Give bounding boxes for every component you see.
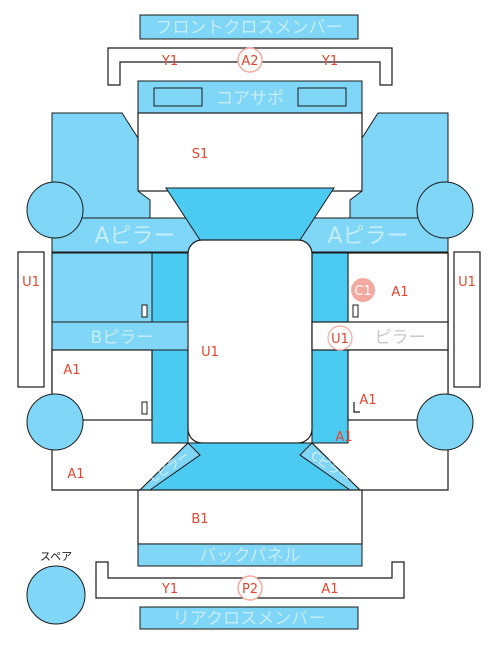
code-front-left: Y1: [161, 54, 178, 69]
code-right-lower: A1: [359, 393, 376, 408]
left-front-door-panel: [51, 252, 153, 324]
code-left-lower: A1: [67, 467, 84, 482]
left-side-sill: [17, 251, 45, 388]
front-right-wheel: [416, 181, 474, 239]
c1-circle: [351, 278, 375, 302]
left-rear-handle: [141, 401, 148, 415]
code-right-upper: A1: [391, 285, 408, 300]
b-pillar-left-panel: [51, 321, 189, 351]
core-support-label: コアサポ: [216, 89, 284, 109]
left-front-handle: [141, 304, 148, 318]
front-left-wheel: [26, 181, 84, 239]
a-pillar-left-label: Aピラー: [94, 224, 175, 249]
back-panel-label: バックパネル: [199, 546, 300, 566]
rear-cross-member-panel: [139, 606, 359, 630]
trunk-area: [137, 489, 363, 545]
spare-label: スペア: [40, 550, 72, 563]
code-side-right: U1: [458, 275, 476, 290]
rear-cross-member-label: リアクロスメンバー: [173, 609, 325, 629]
core-support-left-slot: [153, 87, 203, 107]
code-front-center: A2: [241, 54, 258, 69]
code-trunk: B1: [191, 512, 208, 527]
code-roof: U1: [201, 345, 219, 360]
code-side-left: U1: [22, 275, 40, 290]
b-pillar-right-circle: [327, 325, 353, 351]
code-rear-center: P2: [242, 582, 258, 597]
core-support-panel: [137, 80, 363, 114]
right-rear-handle: [353, 402, 360, 413]
front-bracket: [107, 47, 393, 86]
code-right-pillar-circle: C1: [354, 284, 371, 299]
front-cross-member-panel: [139, 14, 359, 40]
front-center-circle: [237, 47, 263, 73]
code-right-mid: A1: [335, 430, 352, 445]
code-rear-right: A1: [321, 582, 338, 597]
b-pillar-left-label: Bピラー: [91, 328, 154, 348]
front-cross-member-label: フロントクロスメンバー: [156, 18, 343, 38]
spare-wheel: [26, 565, 86, 625]
roof-panel: [187, 239, 313, 444]
rear-right-wheel: [416, 393, 474, 451]
code-b-pillar-right: U1: [331, 332, 349, 347]
hood-area: [137, 112, 363, 192]
a-pillar-right-label: Aピラー: [327, 224, 408, 249]
code-rear-left: Y1: [161, 582, 178, 597]
core-support-right-slot: [297, 87, 347, 107]
code-left-mid: A1: [63, 363, 80, 378]
rear-center-circle: [237, 575, 263, 601]
code-core: S1: [192, 147, 209, 162]
rear-left-wheel: [26, 393, 84, 451]
b-pillar-right-label: ピラー: [375, 328, 426, 348]
right-side-sill: [453, 251, 481, 388]
code-front-right: Y1: [321, 54, 338, 69]
right-front-handle: [352, 304, 359, 318]
back-panel-panel: [137, 543, 363, 567]
